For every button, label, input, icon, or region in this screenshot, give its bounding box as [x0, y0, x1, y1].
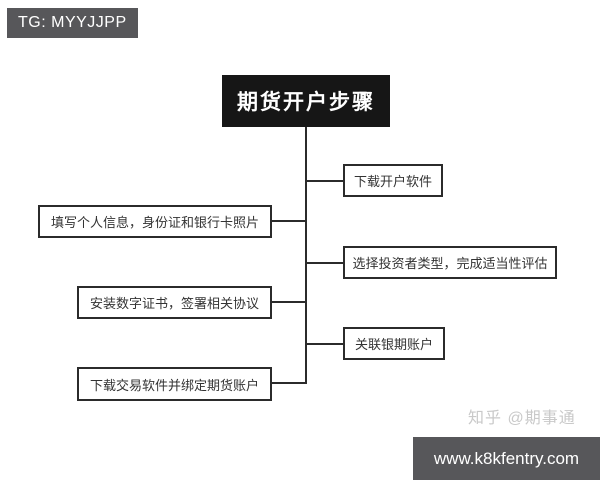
- connector-branch-step5: [306, 343, 344, 345]
- connector-branch-step3: [306, 262, 344, 264]
- connector-branch-step4: [272, 301, 307, 303]
- website-url-banner: www.k8kfentry.com: [413, 437, 600, 480]
- step-node-install-certificate-sign-agreements: 安装数字证书，签署相关协议: [77, 286, 276, 323]
- step-node-fill-personal-info: 填写个人信息，身份证和银行卡照片: [38, 205, 276, 242]
- step-node-download-trading-software-bind-account: 下载交易软件并绑定期货账户: [77, 367, 276, 405]
- flowchart-title-node: 期货开户步骤: [222, 75, 397, 134]
- connector-branch-step6: [272, 382, 307, 384]
- connector-trunk: [305, 127, 307, 384]
- connector-branch-step2: [272, 220, 307, 222]
- step-node-download-account-software: 下载开户软件: [343, 164, 447, 201]
- connector-branch-step1: [306, 180, 344, 182]
- step-node-investor-type-assessment: 选择投资者类型，完成适当性评估: [343, 246, 561, 283]
- zhihu-author-watermark: 知乎 @期事通: [468, 410, 576, 427]
- step-node-link-bank-futures-account: 关联银期账户: [343, 327, 449, 364]
- telegram-contact-badge: TG: MYYJJPP: [7, 8, 138, 38]
